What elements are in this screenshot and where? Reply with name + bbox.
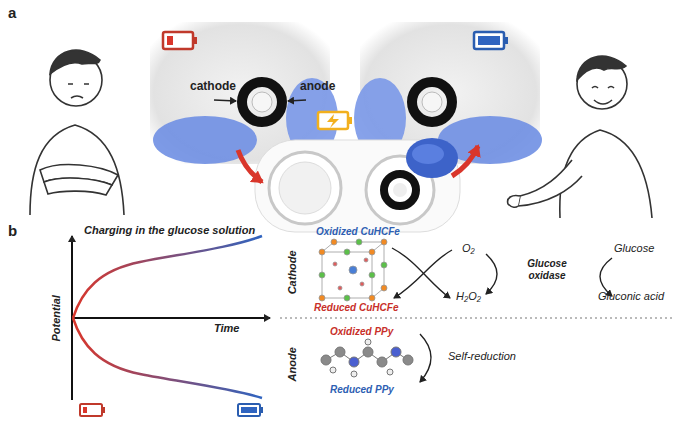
reaction-arrows [392,248,612,382]
enzyme-label: Glucose oxidase [516,258,578,281]
panel-letter: b [8,222,17,239]
species-label: O₂ [462,242,475,255]
electrode-heading: Anode [286,347,299,381]
axis-label: Time [214,322,239,335]
chart-title: Charging in the glucose solution [84,224,255,237]
ppy-molecule [321,339,413,377]
species-label: Gluconic acid [598,290,664,303]
state-label: Oxidized CuHCFe [316,226,400,238]
crystal [319,239,387,301]
species-label: Glucose [614,242,654,255]
panel-letter: a [8,4,16,21]
state-label: Reduced PPy [330,384,394,396]
electrode-label: anode [300,80,335,94]
lens-case [238,112,478,232]
person-left [30,50,124,215]
divider [280,317,672,318]
electrode-heading: Cathode [286,250,299,294]
electrode-label: cathode [190,80,236,94]
potential-chart [72,236,270,416]
process-label: Self-reduction [448,350,516,363]
axis-label: Potential [50,295,63,341]
state-label: Oxidized PPy [330,326,393,338]
species-label: H₂O₂ [456,290,481,303]
state-label: Reduced CuHCFe [314,302,398,314]
